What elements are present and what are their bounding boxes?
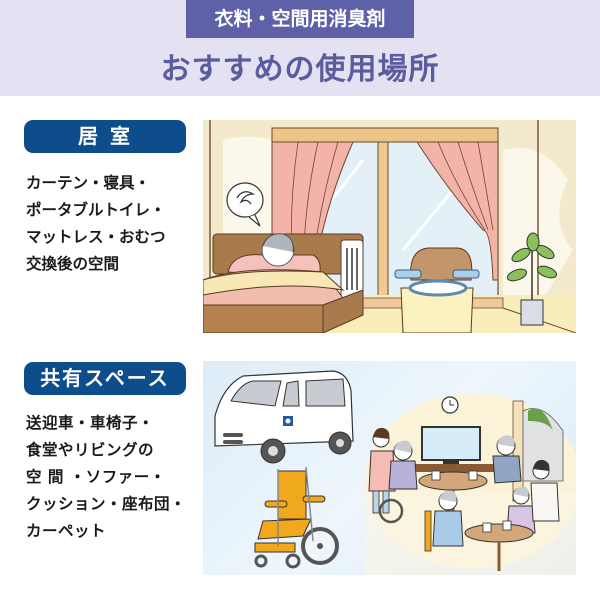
section-description-room: カーテン・寝具・ ポータブルトイレ・ マットレス・おむつ 交換後の空間 — [26, 170, 201, 278]
description-line: 交換後の空間 — [26, 255, 120, 273]
bedroom-illustration — [203, 120, 576, 333]
van-icon — [214, 370, 354, 464]
description-line: 送迎車・車椅子・ — [26, 414, 155, 432]
description-line: カーテン・寝具・ — [26, 174, 151, 192]
section-badge-shared-space: 共有スペース — [24, 362, 186, 395]
header-band: 衣料・空間用消臭剤 おすすめの使用場所 — [0, 0, 600, 96]
section-description-shared-space: 送迎車・車椅子・ 食堂やリビングの 空 間 ・ソファー・ クッション・座布団・ … — [26, 410, 201, 545]
shared-space-illustration — [203, 361, 576, 575]
description-line: 空 間 ・ソファー・ — [26, 468, 166, 486]
description-line: 食堂やリビングの — [26, 441, 155, 459]
section-badge-room: 居室 — [24, 120, 186, 153]
description-line: マットレス・おむつ — [26, 228, 166, 246]
page-title: おすすめの使用場所 — [160, 52, 440, 87]
wheelchair-icon — [254, 466, 339, 569]
description-line: クッション・座布団・ — [26, 495, 187, 513]
description-line: ポータブルトイレ・ — [26, 201, 166, 219]
description-line: カーペット — [26, 522, 107, 540]
category-tag: 衣料・空間用消臭剤 — [186, 0, 414, 38]
